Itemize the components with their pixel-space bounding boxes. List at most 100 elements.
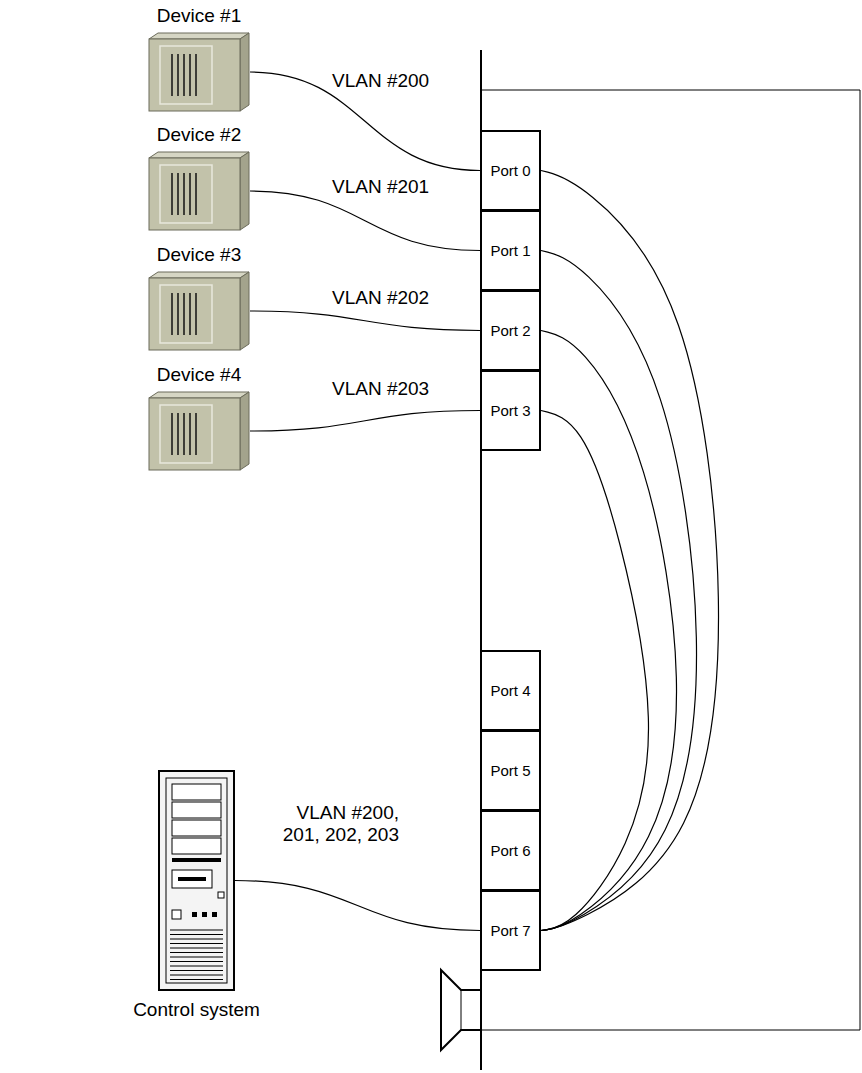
tower-front [166, 778, 227, 983]
grille-line [170, 939, 223, 940]
device-box-graphic [148, 151, 250, 231]
drive-bay [172, 784, 221, 800]
grille-line [170, 930, 223, 931]
switch-port: Port 3 [480, 370, 541, 451]
vlan-label: VLAN #200 [330, 70, 431, 92]
internal-port-link [541, 171, 719, 931]
grille-line [170, 970, 223, 971]
vent-slot [189, 293, 191, 335]
vlan-label: VLAN #202 [330, 287, 431, 309]
floppy-slot [178, 877, 206, 881]
box-top [149, 272, 249, 278]
grille-line [170, 934, 223, 935]
grille-line [170, 943, 223, 944]
grille-line [170, 966, 223, 967]
device-box-graphic [148, 271, 250, 351]
port-label: Port 6 [490, 842, 530, 859]
computer-tower-graphic [158, 770, 235, 991]
device-box-graphic [148, 32, 250, 112]
front-panel [160, 46, 212, 104]
vent-slot [183, 293, 185, 335]
drive-bay [172, 820, 221, 836]
switch-housing [481, 90, 860, 1030]
vent-slot [189, 173, 191, 215]
control-computer: Control system [158, 770, 235, 991]
computer-label: Control system [133, 999, 260, 1021]
device-icon: Device #4 [148, 391, 250, 471]
led [218, 892, 224, 898]
device-icon: Device #2 [148, 151, 250, 231]
switch-port: Port 6 [480, 810, 541, 891]
box-side [240, 272, 249, 350]
box-front [149, 39, 240, 111]
vent-slot [171, 173, 173, 215]
grille-line [170, 952, 223, 953]
internal-port-link [541, 251, 697, 931]
power-button [172, 910, 181, 919]
vent-slot [189, 54, 191, 96]
vent-slot [183, 413, 185, 455]
switch-port: Port 7 [480, 890, 541, 971]
box-side [240, 152, 249, 230]
vent-slot [183, 54, 185, 96]
vent-slot [183, 173, 185, 215]
port-label: Port 7 [490, 922, 530, 939]
vlan-label: VLAN #201 [330, 176, 431, 198]
grille-line [170, 961, 223, 962]
switch-port: Port 2 [480, 290, 541, 371]
vent-slot [195, 293, 197, 335]
switch-port: Port 4 [480, 650, 541, 731]
connector-symbol [441, 970, 481, 1050]
port-label: Port 1 [490, 242, 530, 259]
vent-slot [171, 413, 173, 455]
vent-slot [195, 173, 197, 215]
front-button [202, 912, 207, 917]
box-side [240, 33, 249, 111]
drive-bay [172, 838, 221, 854]
switch-port: Port 5 [480, 730, 541, 811]
vent-slot [189, 413, 191, 455]
front-panel [160, 405, 212, 463]
drive-slot [172, 858, 221, 862]
network-cable [235, 881, 480, 931]
device-label: Device #2 [157, 124, 242, 146]
grille-line [170, 975, 223, 976]
front-panel [160, 165, 212, 223]
device-label: Device #4 [157, 364, 242, 386]
box-top [149, 152, 249, 158]
internal-port-link [541, 331, 677, 931]
grille-line [170, 957, 223, 958]
floppy-drive [172, 870, 212, 888]
device-label: Device #1 [157, 5, 242, 27]
switch-port: Port 1 [480, 210, 541, 291]
vent-slot [177, 293, 179, 335]
vent-slot [195, 54, 197, 96]
front-button [192, 912, 197, 917]
port-label: Port 2 [490, 322, 530, 339]
device-icon: Device #1 [148, 32, 250, 112]
tower-case [159, 771, 234, 990]
network-cable [250, 411, 480, 432]
vent-slot [177, 173, 179, 215]
vent-slot [171, 54, 173, 96]
box-front [149, 158, 240, 230]
vent-slot [177, 413, 179, 455]
port-label: Port 4 [490, 682, 530, 699]
front-panel [160, 285, 212, 343]
vlan-label: VLAN #200, 201, 202, 203 [275, 802, 401, 846]
device-label: Device #3 [157, 244, 242, 266]
vent-slot [171, 293, 173, 335]
network-cable [250, 311, 480, 331]
front-button [212, 912, 217, 917]
box-top [149, 33, 249, 39]
box-top [149, 392, 249, 398]
network-cable [250, 191, 480, 251]
port-label: Port 3 [490, 402, 530, 419]
box-front [149, 278, 240, 350]
vent-slot [195, 413, 197, 455]
internal-port-link [541, 411, 649, 931]
device-icon: Device #3 [148, 271, 250, 351]
